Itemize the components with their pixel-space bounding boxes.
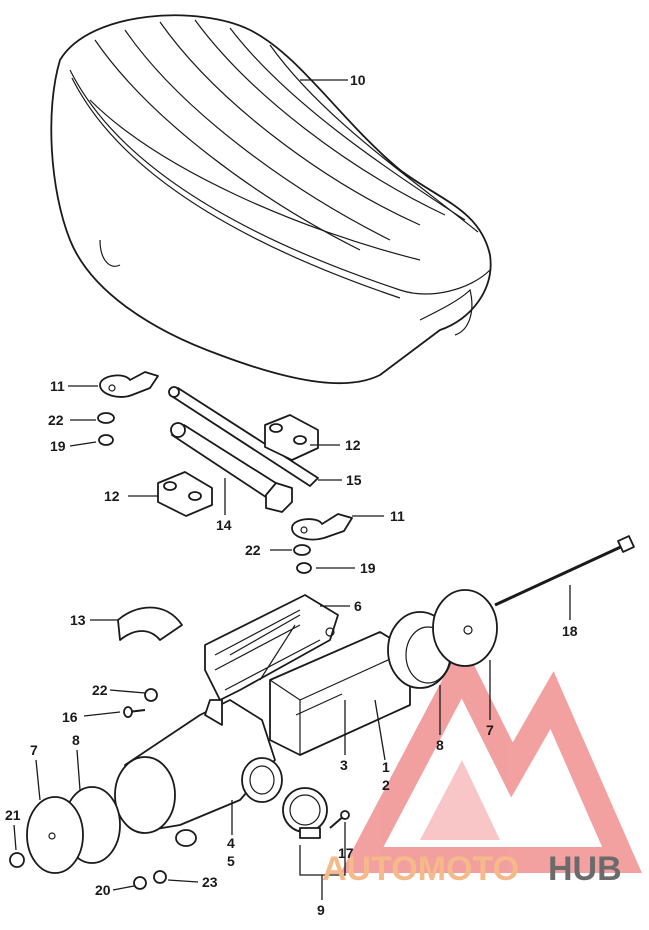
bolt-18: [494, 535, 635, 607]
callout-12-lower: 12: [104, 488, 120, 504]
nut-19-upper: [98, 434, 114, 446]
nut-21: [9, 852, 25, 868]
housing-4-5: [114, 699, 283, 847]
callout-11-upper: 11: [50, 378, 65, 394]
rod-15: [168, 386, 319, 487]
callout-22-lower: 22: [245, 542, 261, 558]
callout-19-lower: 19: [360, 560, 376, 576]
washer-22-mid: [144, 688, 158, 702]
watermark-logo: [340, 641, 642, 873]
rod-14: [170, 422, 293, 513]
callout-5: 5: [227, 853, 235, 869]
callout-9: 9: [317, 902, 325, 918]
callout-8-left: 8: [72, 732, 80, 748]
callout-7-left: 7: [30, 742, 38, 758]
callout-22-upper: 22: [48, 412, 64, 428]
callout-2: 2: [382, 777, 390, 793]
bracket-11-lower: [291, 513, 353, 541]
nut-20: [133, 876, 147, 890]
callout-labels: 10 11 22 19 12 15 12 14 11 22 19 13 6 18…: [5, 72, 578, 918]
callout-18: 18: [562, 623, 578, 639]
clamp-9: [282, 787, 328, 839]
callout-15: 15: [346, 472, 362, 488]
callout-22-mid: 22: [92, 682, 108, 698]
cover-13: [117, 606, 183, 641]
callout-20: 20: [95, 882, 111, 898]
callout-16: 16: [62, 709, 78, 725]
callout-6: 6: [354, 598, 362, 614]
callout-3: 3: [340, 757, 348, 773]
nut-19-lower: [296, 562, 312, 574]
watermark-text: AUTOMOTO HUB: [322, 850, 622, 888]
callout-12-upper: 12: [345, 437, 361, 453]
callout-21: 21: [5, 807, 21, 823]
callout-13: 13: [70, 612, 86, 628]
block-12-upper: [264, 414, 319, 461]
callout-19-upper: 19: [50, 438, 66, 454]
callout-7-right: 7: [486, 722, 494, 738]
callout-8-right: 8: [436, 737, 444, 753]
watermark-automoto: AUTOMOTO: [322, 850, 519, 888]
leader-lines: [13, 79, 571, 900]
bracket-6: [204, 594, 339, 701]
screw-17: [329, 810, 350, 829]
seat: [50, 14, 492, 385]
watermark-hub: HUB: [548, 850, 622, 888]
screw-16: [123, 706, 146, 718]
block-12-lower: [157, 471, 213, 517]
callout-17: 17: [338, 845, 354, 861]
washer-22-lower: [293, 544, 311, 556]
callout-4: 4: [227, 835, 235, 851]
washer-22-upper: [97, 412, 115, 424]
callout-1: 1: [382, 759, 390, 775]
callout-23: 23: [202, 874, 218, 890]
callout-14: 14: [216, 517, 232, 533]
bracket-11-upper: [99, 371, 159, 398]
callout-10: 10: [350, 72, 366, 88]
washer-23: [153, 870, 167, 884]
callout-11-lower: 11: [390, 508, 405, 524]
